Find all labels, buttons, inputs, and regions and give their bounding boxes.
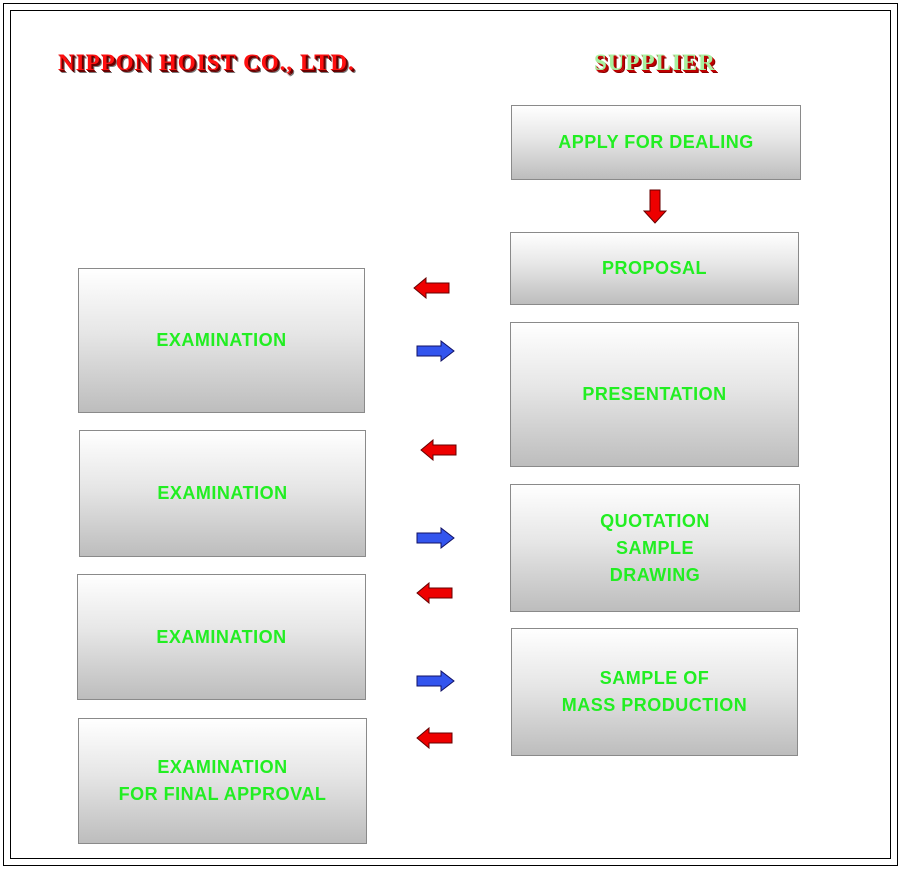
step-examination-final-approval: EXAMINATION FOR FINAL APPROVAL xyxy=(78,718,367,844)
step-presentation: PRESENTATION xyxy=(510,322,799,467)
step-label: PRESENTATION xyxy=(582,384,727,404)
arrow-down-icon xyxy=(643,189,667,224)
arrow-left-icon xyxy=(420,439,457,461)
step-label: EXAMINATION xyxy=(156,626,287,647)
step-examination-1: EXAMINATION xyxy=(78,268,365,413)
company-heading: NIPPON HOIST CO., LTD. xyxy=(58,50,355,75)
arrow-right-icon xyxy=(416,340,455,362)
arrow-right-icon xyxy=(416,670,455,692)
step-apply-for-dealing: APPLY FOR DEALING xyxy=(511,105,801,180)
step-label: PROPOSAL xyxy=(601,258,707,278)
step-quotation-sample-drawing: QUOTATION SAMPLE DRAWING xyxy=(510,484,800,612)
step-label: EXAMINATION FOR FINAL APPROVAL xyxy=(118,757,327,804)
step-label: QUOTATION SAMPLE DRAWING xyxy=(600,510,710,585)
step-label: APPLY FOR DEALING xyxy=(558,132,754,152)
arrow-left-icon xyxy=(416,582,453,604)
arrow-left-icon xyxy=(416,727,453,749)
arrow-left-icon xyxy=(413,277,450,299)
step-examination-2: EXAMINATION xyxy=(79,430,366,557)
outer-frame xyxy=(3,3,898,866)
supplier-heading: SUPPLIER xyxy=(594,50,716,75)
step-proposal: PROPOSAL xyxy=(510,232,799,305)
step-label: SAMPLE OF MASS PRODUCTION xyxy=(561,668,748,715)
step-label: EXAMINATION xyxy=(157,483,288,503)
step-label: EXAMINATION xyxy=(156,330,287,350)
step-examination-3: EXAMINATION xyxy=(77,574,366,700)
step-sample-of-mass-production: SAMPLE OF MASS PRODUCTION xyxy=(511,628,798,756)
arrow-right-icon xyxy=(416,527,455,549)
inner-frame xyxy=(10,10,891,859)
